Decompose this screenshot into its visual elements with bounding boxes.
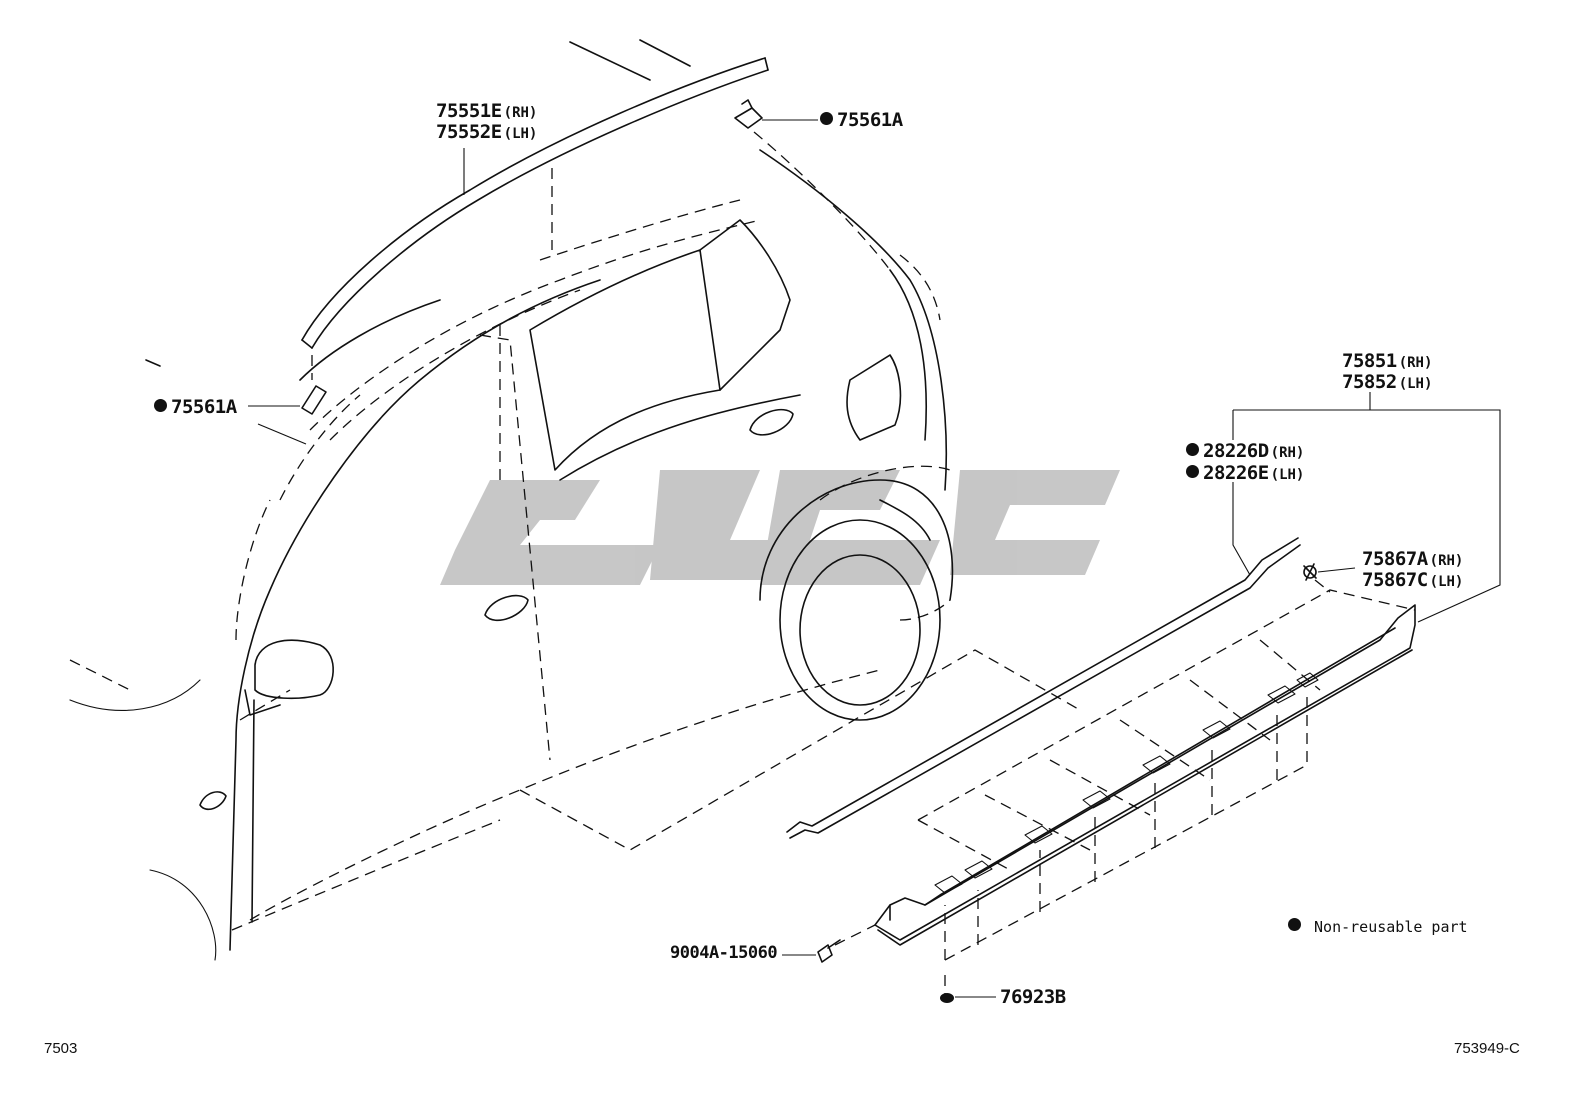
non-reusable-bullet-icon: [154, 399, 167, 412]
screw-label: 9004A-15060: [670, 943, 778, 963]
legend: Non-reusable part: [1288, 918, 1468, 936]
clip-top-icon: [734, 99, 763, 129]
rocker-panel: [874, 604, 1416, 946]
clip-top-label: 75561A: [820, 111, 903, 130]
retainer-rh-label: 28226D(RH): [1186, 442, 1304, 461]
non-reusable-bullet-icon: [820, 112, 833, 125]
grommet-icon: [940, 993, 954, 1003]
clip-rocker-rh-label: 75867A(RH): [1362, 548, 1464, 570]
clip-rocker-lh-label: 75867C(LH): [1362, 569, 1464, 591]
vehicle-body-outline: [69, 39, 954, 961]
legend-text: Non-reusable part: [1314, 918, 1468, 936]
roof-molding: [301, 57, 769, 349]
screw-icon: [817, 939, 841, 963]
rocker-panel-rh-label: 75851(RH): [1342, 350, 1433, 372]
clip-left-label: 75561A: [154, 398, 237, 417]
clip-rocker-icon: [1303, 563, 1317, 581]
retainer-lh-label: 28226E(LH): [1186, 464, 1304, 483]
non-reusable-bullet-icon: [1186, 443, 1199, 456]
roof-molding-rh-label: 75551E(RH): [436, 100, 538, 122]
mounting-dashed-grid: [834, 579, 1416, 995]
footer-left-code: 7503: [44, 1040, 78, 1057]
hidden-dashed-lines: [69, 131, 1081, 931]
clip-left-icon: [301, 385, 327, 415]
watermark-logo: [440, 470, 1120, 585]
non-reusable-bullet-icon: [1288, 918, 1301, 931]
grommet-label: 76923B: [1000, 986, 1066, 1008]
rocker-panel-lh-label: 75852(LH): [1342, 371, 1433, 393]
retainer-strip: [786, 537, 1301, 839]
non-reusable-bullet-icon: [1186, 465, 1199, 478]
roof-molding-lh-label: 75552E(LH): [436, 121, 538, 143]
leader-lines: [248, 119, 1501, 998]
footer-right-code: 753949-C: [1454, 1040, 1520, 1057]
